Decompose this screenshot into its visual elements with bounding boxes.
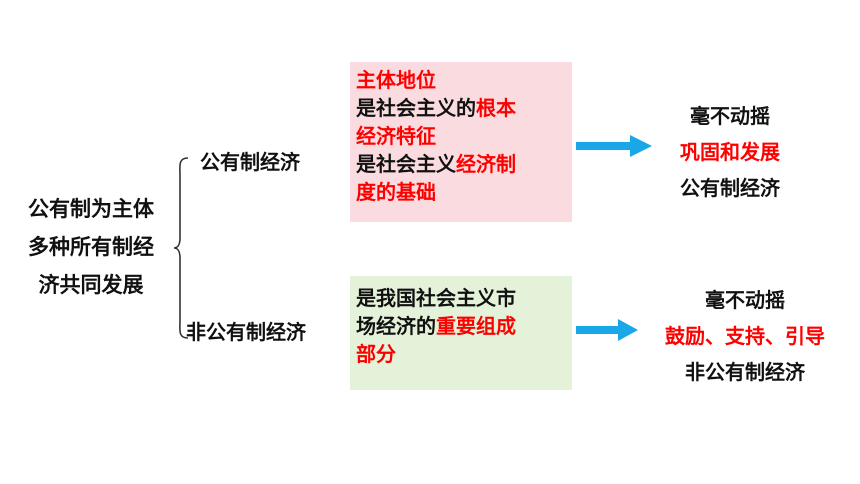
root-line-2: 多种所有制经	[28, 235, 154, 259]
public-box-line-5: 度的基础	[356, 180, 436, 204]
public-policy-line-2: 巩固和发展	[680, 140, 780, 164]
public-box-line-1: 主体地位	[356, 68, 436, 92]
root-line-3: 济共同发展	[38, 273, 144, 297]
public-box-line-4-emphasis: 经济制	[456, 152, 516, 176]
public-policy-line-1: 毫不动摇	[690, 104, 770, 128]
nonpublic-policy-line-3: 非公有制经济	[685, 360, 805, 384]
nonpublic-box-line-2-emphasis: 重要组成	[436, 314, 516, 338]
public-box-line-4-text: 是社会主义	[356, 152, 456, 176]
nonpublic-economy-status-box: 是我国社会主义市 场经济的重要组成 部分	[350, 276, 572, 390]
public-box-line-2: 是社会主义的根本	[356, 94, 566, 122]
public-box-line-2-text: 是社会主义的	[356, 96, 476, 120]
nonpublic-economy-policy: 毫不动摇 鼓励、支持、引导 非公有制经济	[640, 282, 850, 390]
arrow-right-icon	[576, 319, 638, 341]
public-box-line-2-emphasis: 根本	[476, 96, 516, 120]
nonpublic-box-line-3: 部分	[356, 342, 396, 366]
root-concept: 公有制为主体 多种所有制经 济共同发展	[6, 190, 176, 304]
public-box-line-4: 是社会主义经济制	[356, 150, 566, 178]
public-policy-line-3: 公有制经济	[680, 176, 780, 200]
public-economy-policy: 毫不动摇 巩固和发展 公有制经济	[655, 98, 805, 206]
branch-public-economy: 公有制经济	[200, 150, 300, 174]
nonpublic-box-line-1: 是我国社会主义市	[356, 286, 516, 310]
branch-nonpublic-economy: 非公有制经济	[186, 320, 306, 344]
root-line-1: 公有制为主体	[28, 197, 154, 221]
nonpublic-box-line-2-text: 场经济的	[356, 314, 436, 338]
nonpublic-box-line-2: 场经济的重要组成	[356, 312, 566, 340]
public-economy-status-box: 主体地位 是社会主义的根本 经济特征 是社会主义经济制 度的基础	[350, 62, 572, 222]
nonpublic-policy-line-2: 鼓励、支持、引导	[665, 324, 825, 348]
nonpublic-policy-line-1: 毫不动摇	[705, 288, 785, 312]
public-box-line-3: 经济特征	[356, 124, 436, 148]
curly-brace	[173, 157, 189, 339]
arrow-right-icon	[576, 135, 652, 157]
